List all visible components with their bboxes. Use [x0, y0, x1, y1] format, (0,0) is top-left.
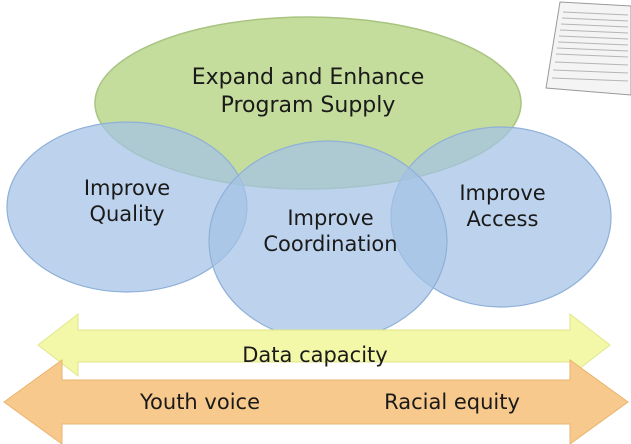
label-racial-equity: Racial equity: [384, 390, 520, 414]
label-access: Improve Access: [459, 181, 546, 232]
label-youth-voice: Youth voice: [140, 390, 260, 414]
arrow-data-capacity: [37, 312, 611, 378]
label-coordination: Improve Coordination: [263, 206, 398, 257]
label-quality: Improve Quality: [83, 176, 171, 227]
document-thumbnail: [545, 1, 631, 96]
label-supply: Expand and Enhance Program Supply: [191, 65, 425, 118]
label-data-capacity: Data capacity: [242, 343, 388, 367]
arrow-voice-equity: [3, 359, 629, 444]
